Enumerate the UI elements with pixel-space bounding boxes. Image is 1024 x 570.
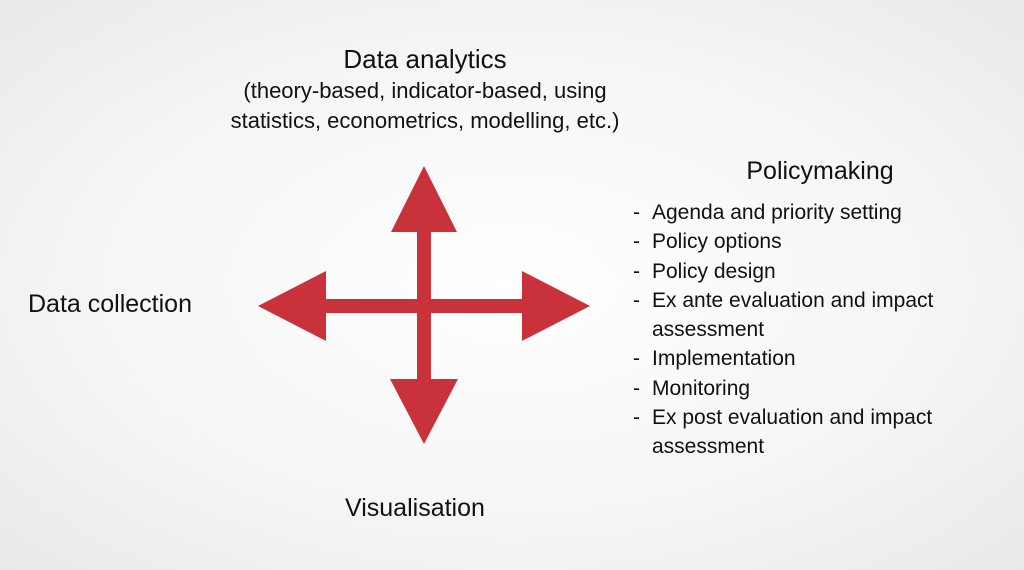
list-dash: - bbox=[633, 376, 640, 400]
arrowhead-right bbox=[522, 271, 590, 341]
list-item-text: Monitoring bbox=[652, 376, 751, 400]
list-item-text: Policy options bbox=[652, 230, 782, 254]
list-item-text: Agenda and priority setting bbox=[652, 201, 902, 224]
list-dash: - bbox=[633, 288, 640, 312]
list-item-text: Ex ante evaluation and impact bbox=[652, 288, 934, 312]
list-item: -Policy options bbox=[633, 227, 933, 256]
arrowhead-down bbox=[390, 379, 458, 444]
visualisation-label: Visualisation bbox=[345, 494, 485, 522]
list-dash: - bbox=[633, 406, 640, 430]
arrowhead-up bbox=[391, 166, 457, 232]
list-item-text: Policy design bbox=[652, 259, 776, 283]
list-dash: - bbox=[633, 347, 640, 371]
data-analytics-block: Data analytics (theory-based, indicator-… bbox=[180, 42, 670, 136]
list-item: -Implementation bbox=[633, 344, 933, 373]
horizontal-shaft bbox=[320, 299, 528, 313]
policymaking-title: Policymaking bbox=[746, 157, 894, 185]
list-dash: - bbox=[633, 230, 640, 254]
list-item: -Ex ante evaluation and impact bbox=[633, 286, 933, 315]
data-analytics-subtitle-line-1: (theory-based, indicator-based, using bbox=[243, 78, 607, 103]
data-analytics-title: Data analytics bbox=[343, 44, 507, 74]
list-item-text: assessment bbox=[652, 318, 765, 342]
list-item-continuation: assessment bbox=[633, 432, 933, 461]
list-dash: - bbox=[633, 259, 640, 283]
list-item-continuation: assessment bbox=[633, 315, 933, 344]
list-item: -Policy design bbox=[633, 257, 933, 286]
list-item: -Ex post evaluation and impact bbox=[633, 403, 933, 432]
list-dash: - bbox=[633, 201, 640, 224]
arrowhead-left bbox=[258, 271, 326, 341]
data-collection-label: Data collection bbox=[28, 290, 192, 318]
list-item-text: assessment bbox=[652, 435, 765, 459]
policymaking-list: -Agenda and priority setting -Policy opt… bbox=[633, 198, 933, 462]
data-analytics-subtitle-line-2: statistics, econometrics, modelling, etc… bbox=[230, 108, 620, 133]
list-item: -Agenda and priority setting bbox=[633, 198, 933, 227]
list-item-text: Implementation bbox=[652, 347, 796, 371]
list-item: -Monitoring bbox=[633, 374, 933, 403]
list-item-text: Ex post evaluation and impact bbox=[652, 406, 933, 430]
